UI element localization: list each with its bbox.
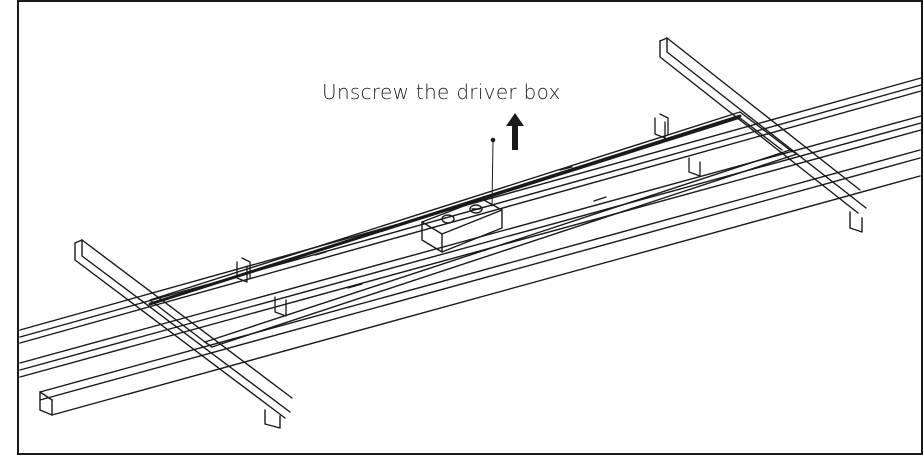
instruction-caption: Unscrew the driver box [322, 80, 561, 104]
driver-box [421, 198, 503, 253]
diagram-frame [17, 0, 923, 455]
main-rail-bottom [39, 149, 921, 416]
cross-tee-left [39, 239, 293, 429]
frame-clips [236, 113, 701, 317]
main-rail-front [19, 115, 922, 378]
arrow-up-icon [506, 113, 524, 150]
leader-line [490, 137, 496, 207]
cross-tee-right [659, 37, 867, 233]
